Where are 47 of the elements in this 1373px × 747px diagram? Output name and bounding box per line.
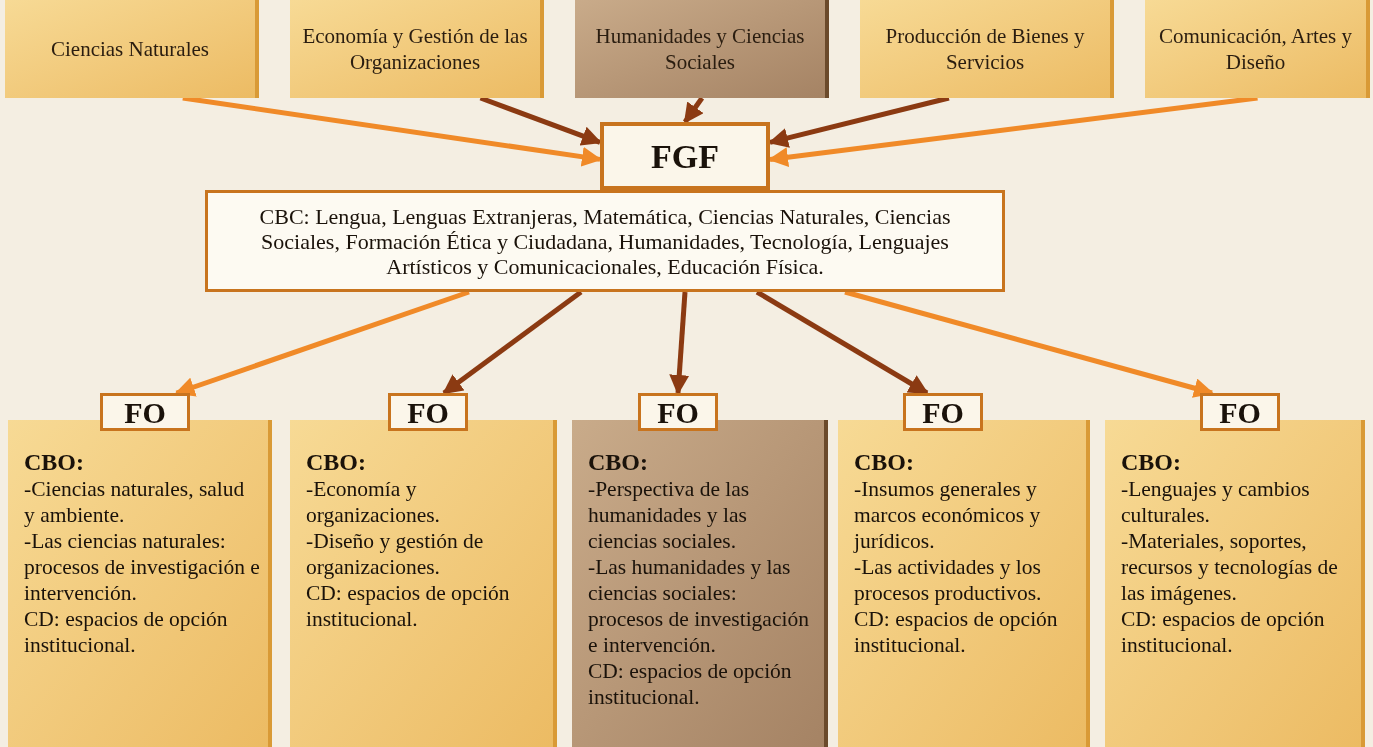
label-tab bbox=[100, 393, 190, 431]
card-text: CD: espacios de opción institucional. bbox=[24, 606, 229, 658]
label-tab bbox=[638, 393, 718, 431]
card-text: -Diseño y gestión de organizaciones. bbox=[306, 528, 485, 580]
category-box bbox=[290, 0, 544, 98]
card-text: -Las actividades y los procesos productivos. bbox=[854, 554, 1043, 606]
arrow bbox=[669, 291, 690, 395]
tab-label: FO bbox=[407, 394, 449, 431]
card-text: CD: espacios de opción institucional. bbox=[306, 580, 511, 632]
content-box bbox=[205, 190, 1005, 292]
label-tab bbox=[600, 122, 770, 190]
card-heading: CBO: bbox=[854, 448, 915, 476]
card-text: -Perspectiva de las humanidades y las ciencias sociales. bbox=[588, 476, 751, 554]
card-text: -Ciencias naturales, salud y ambiente. bbox=[24, 476, 246, 528]
card-heading: CBO: bbox=[24, 448, 85, 476]
card-text: -Las humanidades y las ciencias sociales: procesos de investigación e intervención. bbox=[588, 554, 810, 658]
tab-label: FGF bbox=[651, 136, 719, 177]
label-tab bbox=[1200, 393, 1280, 431]
category-box bbox=[860, 0, 1114, 98]
card-text: -Las ciencias naturales: procesos de investigación e intervención. bbox=[24, 528, 260, 606]
card-text: CD: espacios de opción institucional. bbox=[854, 606, 1059, 658]
category-box bbox=[575, 0, 829, 98]
category-box bbox=[1145, 0, 1370, 98]
tab-label: FO bbox=[124, 394, 166, 431]
category-label: Economía y Gestión de las Organizaciones bbox=[302, 23, 528, 75]
card-heading: CBO: bbox=[1121, 448, 1182, 476]
category-label: Producción de Bienes y Servicios bbox=[884, 23, 1086, 75]
category-label: Comunicación, Artes y Diseño bbox=[1157, 23, 1354, 75]
category-box bbox=[5, 0, 259, 98]
card-text: CD: espacios de opción institucional. bbox=[588, 658, 793, 710]
card-text: -Materiales, soportes, recursos y tecnologías de las imágenes. bbox=[1121, 528, 1339, 606]
card-text: -Insumos generales y marcos económicos y jurídicos. bbox=[854, 476, 1042, 554]
category-label: Ciencias Naturales bbox=[51, 36, 209, 62]
tab-label: FO bbox=[1219, 394, 1261, 431]
card-text: CD: espacios de opción institucional. bbox=[1121, 606, 1326, 658]
label-tab bbox=[903, 393, 983, 431]
card-heading: CBO: bbox=[306, 448, 367, 476]
tab-label: FO bbox=[922, 394, 964, 431]
content-text: CBC: Lengua, Lenguas Extranjeras, Matemática, Ciencias Naturales, Ciencias Sociales, Formación Ética y Ciudadana, Humanidades, Tecnología, Lenguajes Artísticos y Comunicacionales, Educación Física. bbox=[258, 203, 952, 279]
tab-label: FO bbox=[657, 394, 699, 431]
arrow bbox=[442, 290, 583, 395]
card-text: -Economía y organizaciones. bbox=[306, 476, 441, 528]
card-heading: CBO: bbox=[588, 448, 649, 476]
card-text: -Lenguajes y cambios culturales. bbox=[1121, 476, 1311, 528]
label-tab bbox=[388, 393, 468, 431]
arrow bbox=[682, 96, 705, 124]
category-label: Humanidades y Ciencias Sociales bbox=[594, 23, 806, 75]
